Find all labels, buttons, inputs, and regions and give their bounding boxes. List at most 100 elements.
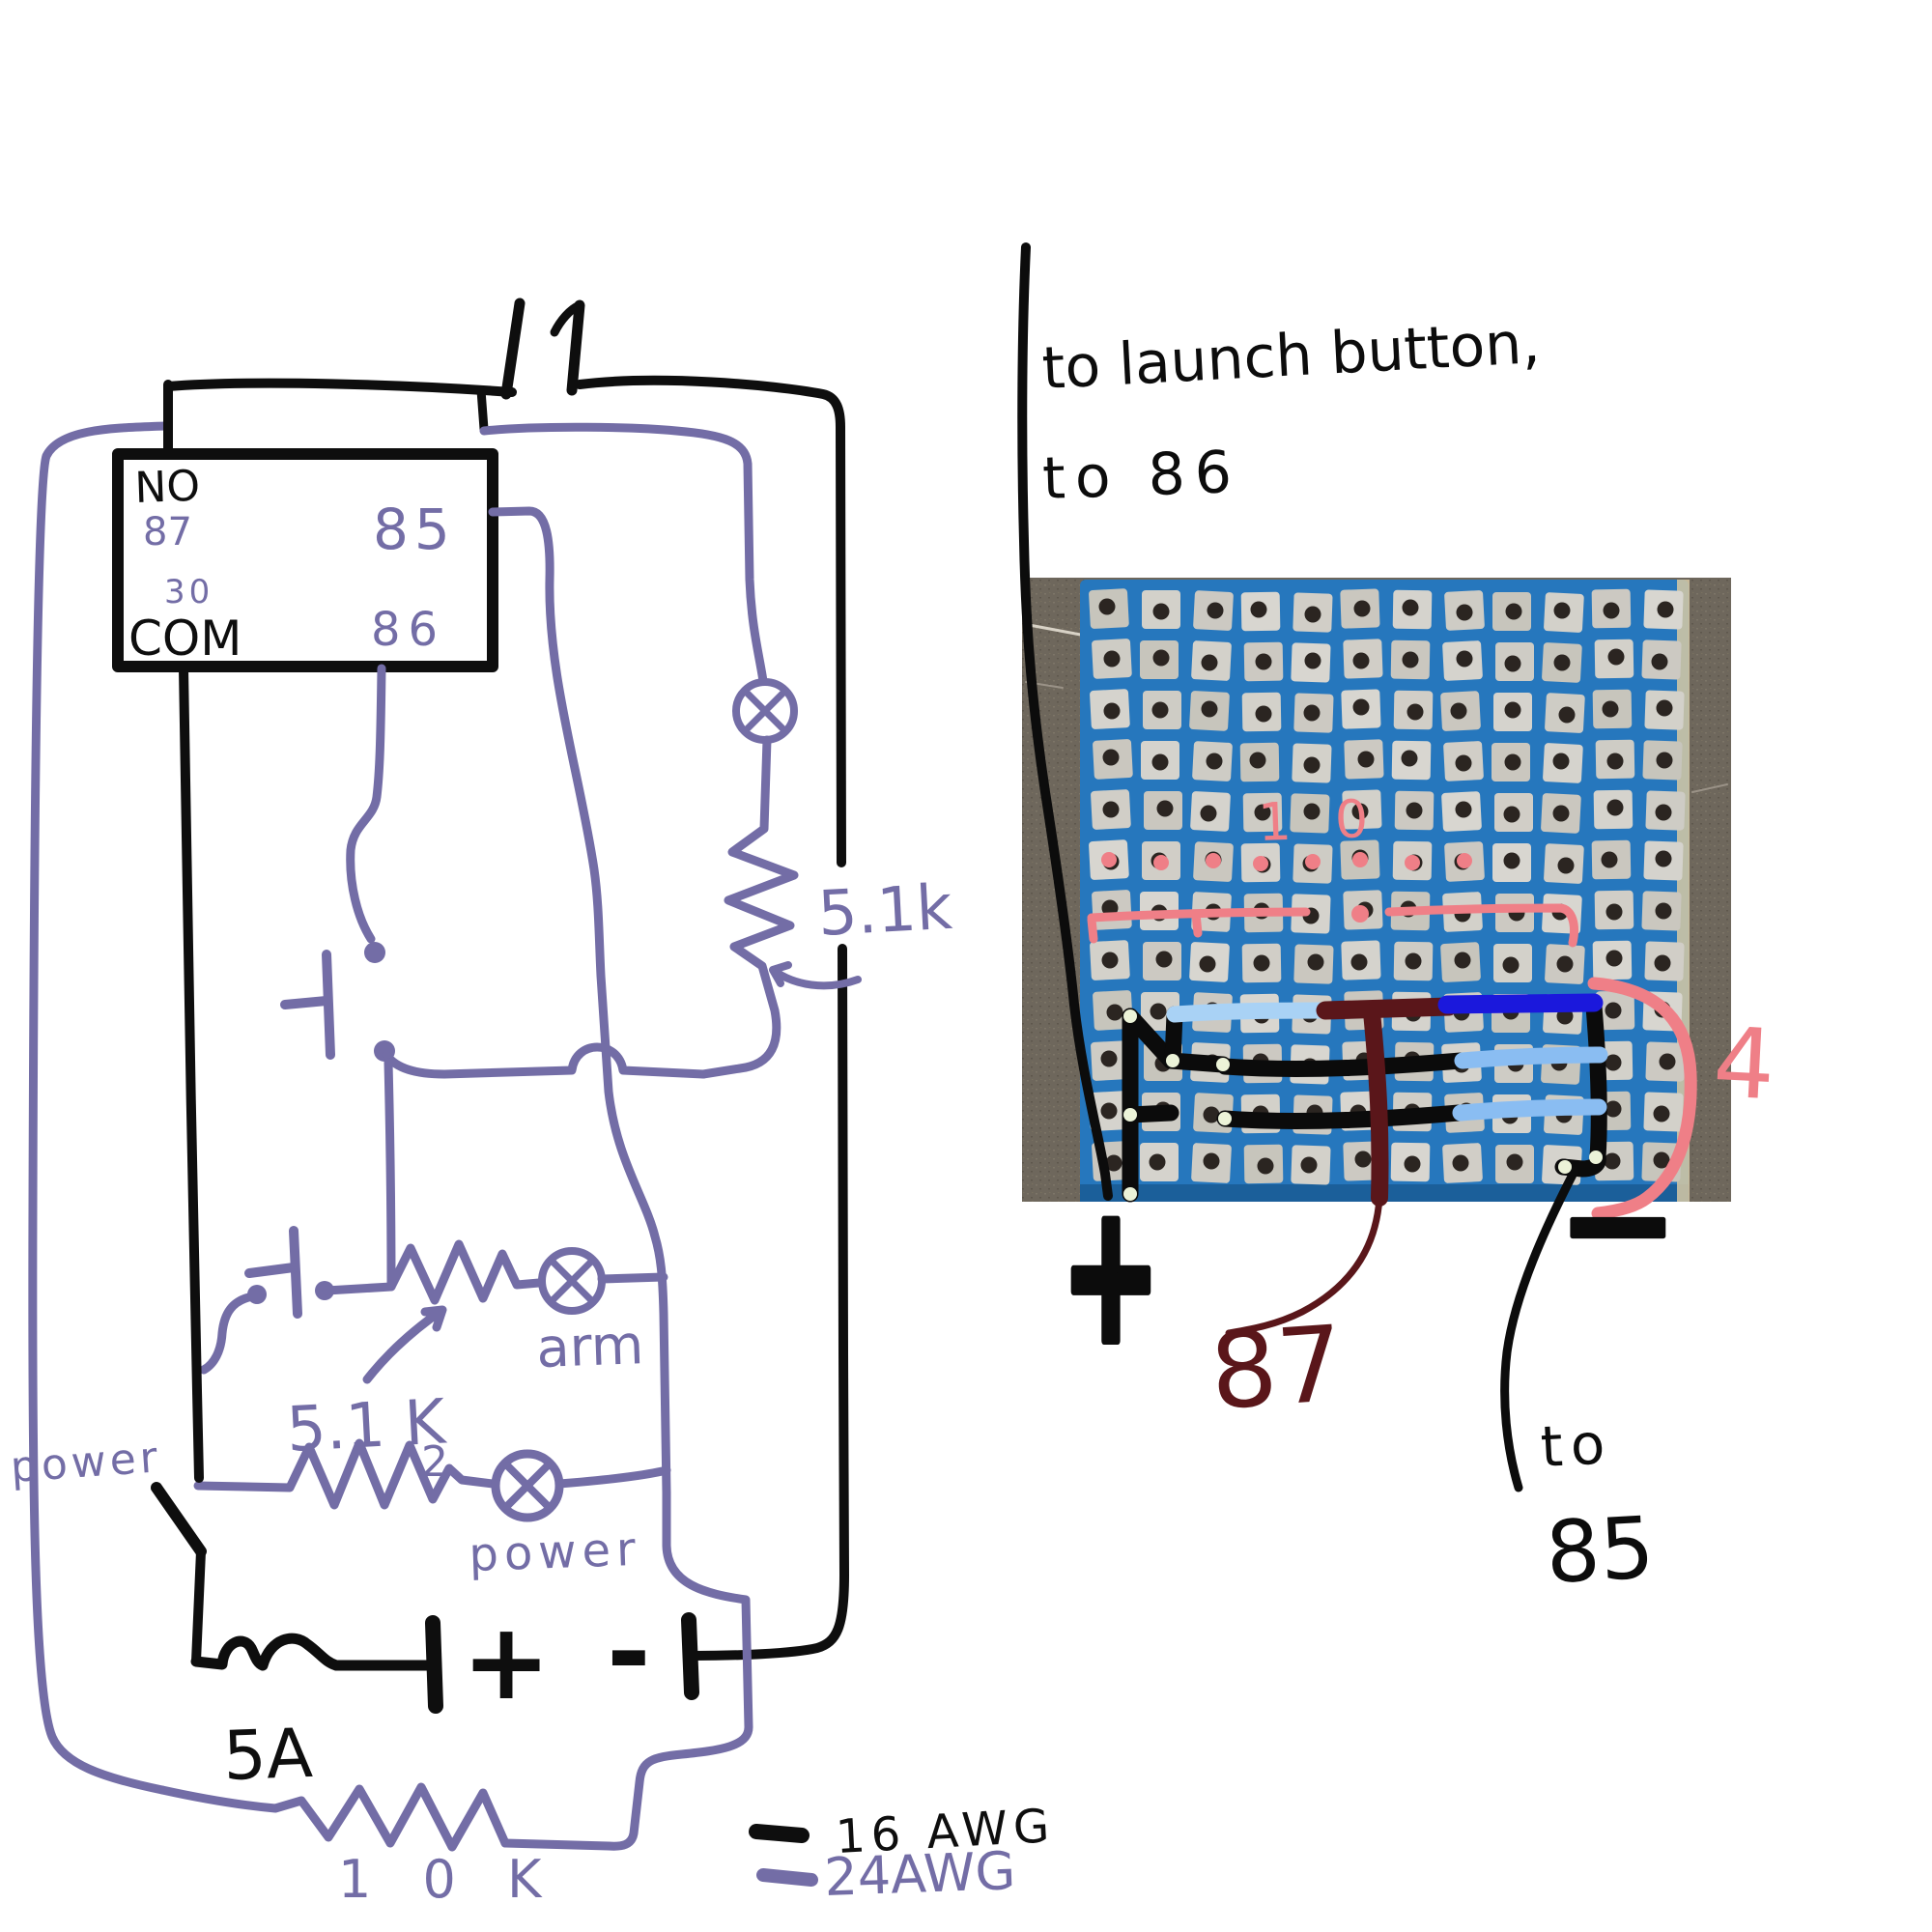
solder-dot — [1589, 1151, 1603, 1164]
solder-dot — [1218, 1112, 1232, 1125]
lamp-arm-x — [550, 1259, 594, 1303]
pad-hole — [1503, 852, 1520, 869]
fuse-label: 5A — [222, 1714, 314, 1796]
resistor-51k — [698, 735, 799, 1079]
wire-darkblue-a — [1437, 993, 1604, 1014]
pad-hole — [1653, 1105, 1670, 1122]
legend-black-dash — [749, 1824, 810, 1843]
pad-hole — [1151, 701, 1169, 719]
annotation-minus: − — [1557, 1140, 1679, 1308]
pad-hole — [1401, 750, 1418, 767]
wire-maroon-a — [1316, 997, 1459, 1020]
jumper-b-stub — [1162, 1052, 1232, 1073]
pad-hole — [1552, 805, 1570, 822]
pink-dot — [1305, 854, 1321, 869]
battery-plus: + — [462, 1600, 551, 1723]
pad-hole — [1606, 753, 1624, 770]
desk-scratch-3 — [1691, 783, 1728, 793]
wire-right-black-lower — [689, 944, 849, 1661]
pad-hole — [1152, 649, 1170, 667]
lamp-power-x — [503, 1462, 552, 1510]
pink-line-middot — [1351, 905, 1369, 923]
battery-minus: - — [607, 1590, 651, 1714]
pad-hole — [1404, 1155, 1421, 1173]
pad-hole — [1455, 801, 1472, 818]
pad-hole — [1553, 654, 1571, 671]
pad-hole — [1300, 1156, 1318, 1174]
bracket-4 — [1587, 977, 1697, 1220]
jumper-c-stub — [1122, 1104, 1179, 1123]
resistor-10k-label: 1 0 K — [338, 1849, 558, 1910]
pad-hole — [1250, 601, 1267, 618]
pad-hole — [1601, 851, 1618, 868]
caption-line2: to 86 — [1041, 439, 1242, 513]
jumper-row-b — [1216, 1052, 1469, 1077]
pad-hole — [1103, 702, 1121, 720]
pad-hole — [1655, 850, 1672, 867]
pad-hole — [1303, 803, 1321, 820]
pad-hole — [1304, 606, 1321, 623]
relay-label-87: 87 — [143, 510, 192, 554]
wire-maroon-drop — [1363, 1004, 1389, 1207]
pink-dot — [1153, 855, 1169, 870]
pad-hole — [1405, 952, 1422, 970]
pad-hole — [1254, 804, 1271, 821]
pad-hole — [1605, 1054, 1622, 1071]
pad-hole — [1255, 705, 1272, 723]
perfboard — [1080, 580, 1689, 1202]
legend-purple-label: 24AWG — [823, 1840, 1016, 1908]
relay-label-86: 86 — [371, 603, 445, 657]
switch-left-contact — [500, 298, 526, 400]
solder-dot — [1123, 1187, 1137, 1201]
pad-hole — [1102, 801, 1120, 818]
wire-lightblue-a — [1166, 1002, 1340, 1023]
pad-hole — [1200, 805, 1217, 822]
resistor-10k — [157, 1782, 510, 1852]
wire-51k-branch — [479, 422, 768, 686]
pad-hole — [1606, 799, 1624, 816]
pad-hole — [1454, 952, 1471, 969]
pad-hole — [1552, 753, 1570, 770]
annotation-ten: 1 0 — [1257, 788, 1382, 853]
pad-hole — [1406, 703, 1424, 721]
pad-hole — [1257, 1157, 1274, 1175]
pad-hole — [1558, 706, 1576, 724]
pad-hole — [1206, 753, 1223, 770]
wire-to-85 — [1500, 1166, 1579, 1492]
relay-label-com: COM — [128, 611, 242, 667]
solder-dot — [1123, 1108, 1137, 1122]
wire-lightblue-c — [1452, 1098, 1607, 1122]
relay-label-30: 30 — [164, 573, 213, 611]
jumper-diag — [1122, 1008, 1179, 1069]
pad-hole — [1101, 952, 1119, 969]
pad-hole — [1156, 800, 1174, 817]
pad-hole — [1102, 749, 1120, 766]
solder-dot — [1166, 1054, 1179, 1067]
wire-power-out — [554, 1465, 671, 1489]
wire-left-purple — [28, 421, 169, 1795]
pad-hole — [1203, 1106, 1220, 1123]
pad-hole — [1353, 600, 1371, 617]
pad-hole — [1455, 754, 1472, 772]
pad-hole — [1605, 1002, 1622, 1019]
pink-dot — [1352, 852, 1368, 867]
switch-right-contact — [566, 299, 585, 396]
pad-hole — [1303, 756, 1321, 774]
wire-com-lower — [191, 1547, 206, 1666]
pad-hole — [1502, 956, 1520, 974]
solder-dot — [1123, 1009, 1137, 1023]
desk-scratch-1 — [1022, 622, 1088, 638]
pad-hole — [1654, 954, 1671, 972]
power-switch-label: power — [9, 1433, 162, 1492]
solder-dot — [1216, 1058, 1230, 1071]
pad-hole — [1105, 1154, 1122, 1172]
pad-hole — [1503, 806, 1520, 823]
pink-hole-dots — [1101, 852, 1472, 871]
plus-group: + — [1058, 1160, 1164, 1390]
pad-hole — [1103, 650, 1121, 668]
pad-hole — [1602, 700, 1619, 718]
button2-tick — [244, 1263, 298, 1278]
resistor-51k-label: 5.1k — [816, 872, 954, 951]
wire-85-branch — [488, 506, 753, 1851]
